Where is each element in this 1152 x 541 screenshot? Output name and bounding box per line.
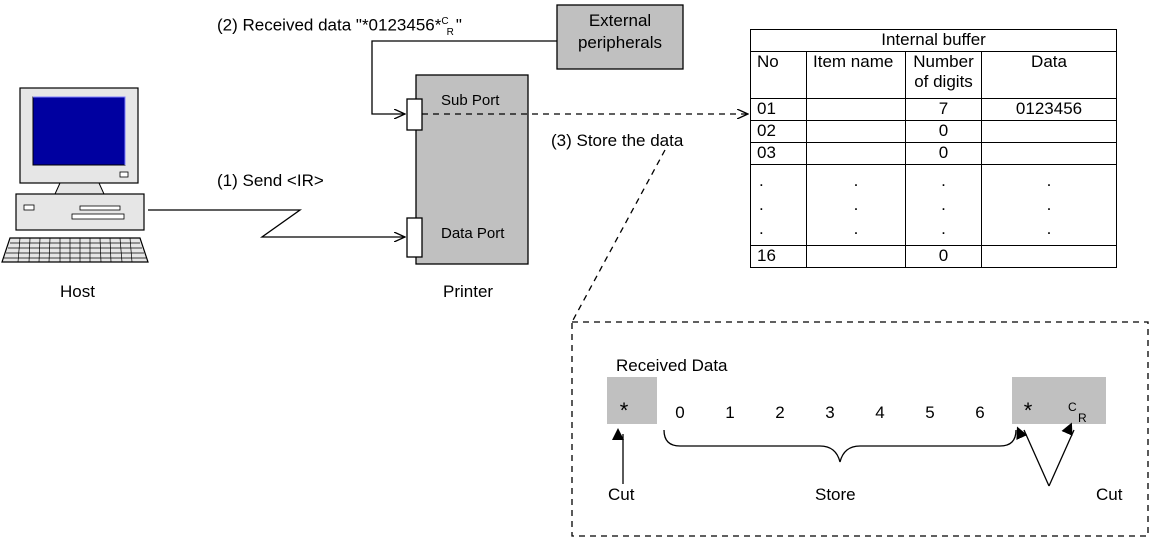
row-item [806, 98, 906, 121]
row-item [806, 142, 906, 165]
data-port-connector [406, 217, 423, 258]
seq-star-left: * [619, 398, 629, 423]
seq-digit: 4 [875, 403, 885, 422]
peripherals-connection [371, 40, 557, 114]
seq-digit: 0 [675, 403, 685, 422]
seq-digit: 1 [725, 403, 735, 422]
send-ir-label: (1) Send <IR> [217, 171, 324, 190]
printer-label: Printer [443, 282, 494, 301]
seq-star-right: * [1023, 398, 1033, 423]
row-no: 03 [750, 142, 807, 165]
row-data [980, 142, 1118, 165]
cut-right-arrow-2 [1048, 422, 1075, 487]
ellipsis-no: ... [750, 164, 807, 246]
row-data [980, 120, 1118, 143]
store-brace [663, 429, 1017, 463]
row-data [980, 245, 1118, 268]
seq-digit: 2 [775, 403, 785, 422]
row-data: 0123456 [980, 98, 1118, 121]
row-digits: 0 [905, 120, 982, 143]
row-digits: 0 [905, 142, 982, 165]
cut-right-label: Cut [1096, 485, 1123, 504]
cut-star-left-cell [607, 377, 657, 424]
store-data-label: (3) Store the data [551, 131, 684, 150]
seq-cr-r: R [1078, 411, 1087, 425]
table-row: 01 7 0123456 [750, 98, 1118, 121]
row-item [806, 120, 906, 143]
sub-port-label: Sub Port [441, 92, 500, 109]
host-label: Host [60, 282, 95, 301]
table-title: Internal buffer [749, 29, 1118, 52]
cut-cr-cell [1012, 377, 1106, 424]
detail-box [571, 321, 1149, 537]
table-row: 16 0 [750, 245, 1118, 268]
seq-cr-c: C [1068, 400, 1077, 414]
header-no: No [750, 51, 807, 99]
detail-callout-line [571, 149, 666, 323]
row-no: 16 [750, 245, 807, 268]
ellipsis-data: ... [980, 164, 1118, 246]
seq-digit: 3 [825, 403, 835, 422]
received-data-title: Received Data [616, 356, 728, 375]
header-data: Data [980, 51, 1118, 99]
data-port-label: Data Port [441, 225, 505, 242]
external-peripherals-label-1: External [588, 11, 652, 30]
table-title-row: Internal buffer [749, 29, 1118, 52]
printer-box [415, 74, 529, 265]
row-digits: 7 [905, 98, 982, 121]
cut-right-arrow-1 [1016, 426, 1050, 487]
sub-port-connector [406, 98, 423, 131]
row-no: 02 [750, 120, 807, 143]
table-row: 03 0 [750, 142, 1118, 165]
received-data-label: (2) Received data "*0123456*CR" [217, 15, 462, 39]
cut-left-label: Cut [608, 485, 635, 504]
seq-digit: 5 [925, 403, 935, 422]
ellipsis-item: ... [806, 164, 906, 246]
store-label: Store [815, 485, 856, 504]
table-ellipsis-row: ... ... ... ... [750, 164, 1118, 246]
row-item [806, 245, 906, 268]
row-digits: 0 [905, 245, 982, 268]
host-computer-icon [1, 87, 149, 263]
external-peripherals-box [556, 4, 684, 70]
ellipsis-digits: ... [905, 164, 982, 246]
table-row: 02 0 [750, 120, 1118, 143]
row-no: 01 [750, 98, 807, 121]
send-ir-connection [148, 209, 405, 237]
external-peripherals-label-2: peripherals [577, 33, 663, 52]
seq-digit: 6 [975, 403, 985, 422]
header-item-name: Item name [806, 51, 906, 99]
